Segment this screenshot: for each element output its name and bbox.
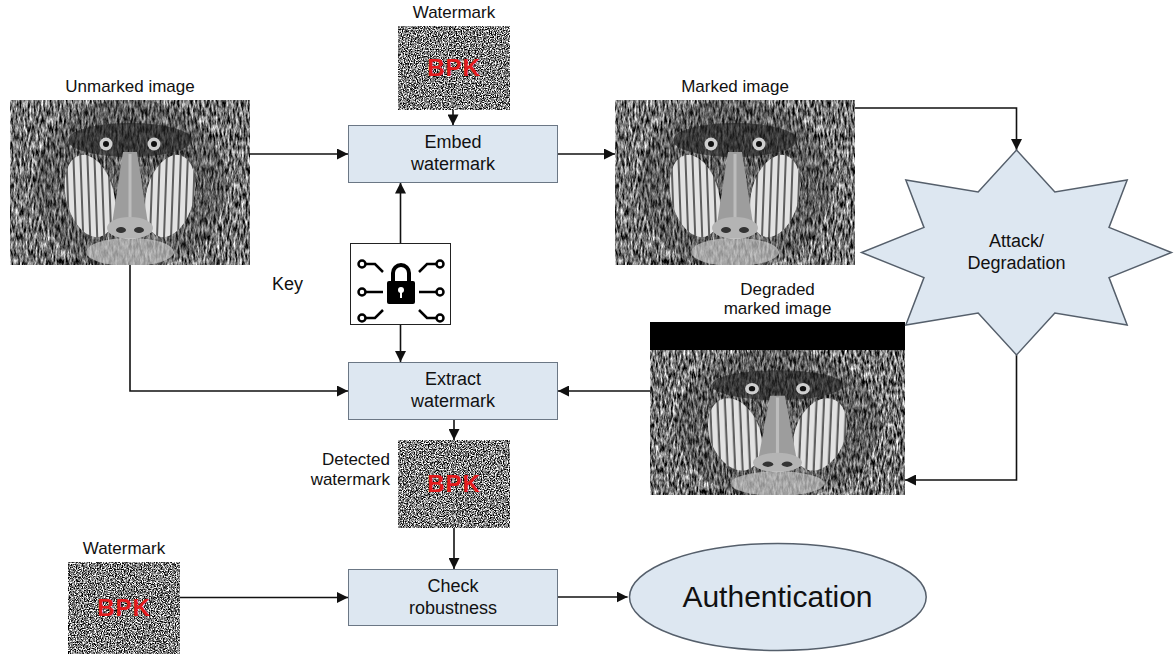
box-text: Authentication (682, 579, 872, 615)
watermark-text: BPK (427, 55, 481, 81)
image-label: Watermark (83, 539, 166, 559)
image-node: Marked image (615, 100, 855, 265)
box-text: Check robustness (397, 576, 509, 619)
flow-arrow (905, 355, 1017, 480)
flow-arrow (130, 265, 348, 391)
watermark-text: BPK (97, 595, 151, 621)
image-label: Watermark (413, 3, 496, 23)
flow-arrow (453, 528, 455, 569)
lock-icon (359, 261, 444, 322)
flow-arrow (452, 110, 454, 125)
flow-arrow (855, 108, 1017, 150)
flow-arrow (558, 153, 615, 155)
watermark-image: Detected watermarkBPK (398, 440, 510, 528)
box-text: Extract watermark (397, 369, 509, 412)
watermark-image: WatermarkBPK (68, 562, 180, 654)
flow-arrow (400, 183, 402, 243)
key-label: Key (272, 274, 303, 296)
image-label: Detected watermark (250, 450, 390, 489)
flow-arrow (453, 420, 455, 440)
process-box: Embed watermark (348, 125, 558, 182)
box-text: Embed watermark (397, 132, 509, 175)
watermark-text: BPK (427, 471, 481, 497)
process-box: Check robustness (348, 569, 558, 626)
flow-arrow (558, 390, 650, 392)
process-box: Extract watermark (348, 362, 558, 420)
attack-star: Attack/ Degradation (860, 150, 1173, 355)
image-node: Degraded marked image (650, 322, 905, 495)
result-ellipse: Authentication (628, 543, 928, 651)
image-label: Unmarked image (65, 77, 194, 97)
image-node: Unmarked image (10, 100, 250, 265)
noise-watermark (68, 26, 510, 654)
flow-arrow (180, 597, 348, 599)
image-label: Degraded marked image (718, 280, 838, 319)
flow-arrow (400, 325, 402, 362)
box-text: Attack/ Degradation (961, 231, 1073, 274)
image-label: Marked image (681, 77, 789, 97)
watermark-image: WatermarkBPK (398, 26, 510, 110)
flow-arrow (558, 596, 628, 598)
key-box: Key (350, 243, 451, 325)
flow-arrow (250, 153, 348, 155)
